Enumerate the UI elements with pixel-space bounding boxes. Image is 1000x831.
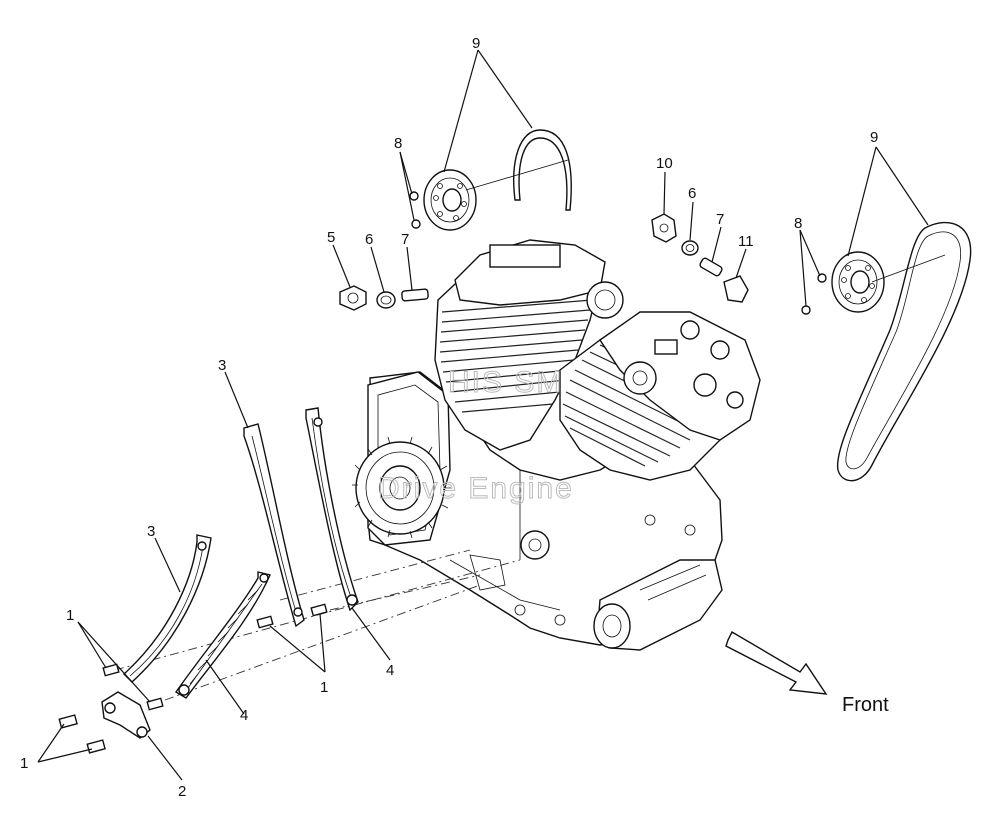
rear-cam-chain — [465, 129, 572, 211]
callout-11: 11 — [738, 233, 754, 250]
front-cam-chain — [836, 221, 972, 482]
bolt-f — [310, 603, 328, 617]
callout-1-topleft: 1 — [66, 607, 74, 624]
callout-9-right: 9 — [870, 129, 878, 146]
callout-8-top: 8 — [394, 135, 402, 152]
leader-lines — [37, 49, 929, 781]
bolt-d — [86, 739, 106, 754]
callout-8-right: 8 — [794, 215, 802, 232]
bolt-c — [58, 714, 78, 729]
rear-cylinder-fins — [439, 299, 593, 413]
callout-6-left: 6 — [365, 231, 373, 248]
starter-motor — [593, 559, 723, 651]
bolt-e — [256, 615, 274, 629]
callout-2: 2 — [178, 783, 186, 800]
callout-4-upper: 4 — [386, 662, 394, 679]
watermark-line-2: Drive Engine — [378, 472, 574, 505]
front-label: Front — [842, 694, 889, 716]
front-direction-arrow — [725, 631, 828, 695]
bolt-b — [146, 697, 164, 711]
right-cylinder-parts — [651, 213, 749, 303]
cam-drive-gear — [352, 436, 451, 539]
callout-7-right: 7 — [716, 211, 724, 228]
bolts — [58, 603, 328, 754]
engine-assembly — [352, 239, 761, 651]
callout-9-top: 9 — [472, 35, 480, 52]
callout-1-center: 1 — [320, 679, 328, 696]
callout-5: 5 — [327, 229, 335, 246]
callout-4-lower: 4 — [240, 707, 248, 724]
bolt-a — [102, 663, 120, 677]
chain-guide-lower — [122, 534, 212, 683]
callout-6-right: 6 — [688, 185, 696, 202]
callout-3-lower: 3 — [147, 523, 155, 540]
chain-tensioner-lower — [174, 571, 271, 699]
callout-7-left: 7 — [401, 231, 409, 248]
left-cylinder-parts — [339, 285, 429, 311]
rear-cam-sprocket — [409, 169, 477, 231]
chain-guide-upper — [243, 423, 305, 628]
callout-10: 10 — [656, 155, 673, 172]
chain-tensioner-upper — [305, 407, 359, 612]
callout-3-upper: 3 — [218, 357, 226, 374]
watermark: HIS SM Drive Engine — [378, 366, 574, 506]
callout-1-bottomleft: 1 — [20, 755, 28, 772]
watermark-line-1: HIS SM — [448, 366, 563, 399]
tensioner-bracket — [101, 691, 151, 739]
front-cam-sprocket — [801, 251, 885, 315]
callouts: 9 8 9 8 10 6 7 11 5 6 7 3 3 4 4 1 1 1 2 — [20, 35, 878, 800]
